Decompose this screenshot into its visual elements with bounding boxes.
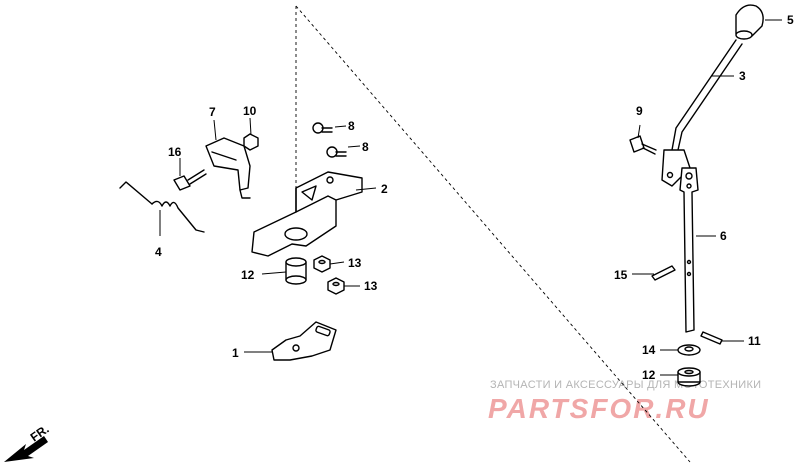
bracket-7 — [205, 137, 251, 199]
callout-9: 9 — [636, 104, 643, 118]
nut-13-upper — [313, 255, 331, 273]
washer-14 — [677, 344, 701, 356]
callout-8-lower: 8 — [362, 140, 369, 154]
callout-16: 16 — [168, 145, 182, 159]
callout-12-upper: 12 — [241, 268, 255, 282]
pin-15 — [651, 265, 676, 281]
shift-knob — [735, 4, 764, 40]
front-label: FR. — [28, 422, 52, 445]
callout-13-upper: 13 — [348, 256, 362, 270]
nut-10 — [243, 133, 259, 151]
callout-8-upper: 8 — [348, 119, 355, 133]
shift-bracket — [251, 171, 363, 257]
leader-lines — [159, 19, 782, 376]
return-spring — [119, 181, 205, 233]
shift-arm — [271, 321, 337, 361]
callout-5: 5 — [787, 13, 794, 27]
callout-12-lower: 12 — [642, 368, 656, 382]
bolt-16 — [173, 169, 207, 191]
bolt-9 — [629, 135, 657, 155]
callouts: 5 3 2 8 8 6 15 11 14 12 9 7 10 16 4 12 1… — [155, 13, 794, 382]
callout-13-lower: 13 — [364, 279, 378, 293]
callout-10: 10 — [243, 104, 257, 118]
shift-lever — [661, 39, 743, 187]
callout-2: 2 — [381, 182, 388, 196]
bolt-8-upper — [312, 122, 333, 134]
callout-6: 6 — [720, 229, 727, 243]
callout-1: 1 — [232, 346, 239, 360]
bolt-8-lower — [326, 146, 347, 158]
callout-14: 14 — [642, 343, 656, 357]
nut-13-lower — [327, 277, 345, 295]
callout-15: 15 — [614, 268, 628, 282]
watermark-caption: ЗАПЧАСТИ И АКСЕССУАРЫ ДЛЯ МОТОТЕХНИКИ — [490, 379, 761, 391]
callout-3: 3 — [739, 69, 746, 83]
grommet-12a — [285, 257, 307, 285]
shift-link — [679, 167, 699, 333]
callout-4: 4 — [155, 245, 162, 259]
callout-7: 7 — [209, 105, 216, 119]
front-direction-arrow: FR. — [4, 422, 52, 462]
grommet-12b — [677, 367, 701, 387]
callout-11: 11 — [748, 334, 761, 348]
watermark-logo: PARTSFOR.RU — [488, 393, 710, 424]
section-divider — [295, 5, 691, 463]
pin-11 — [700, 331, 723, 345]
